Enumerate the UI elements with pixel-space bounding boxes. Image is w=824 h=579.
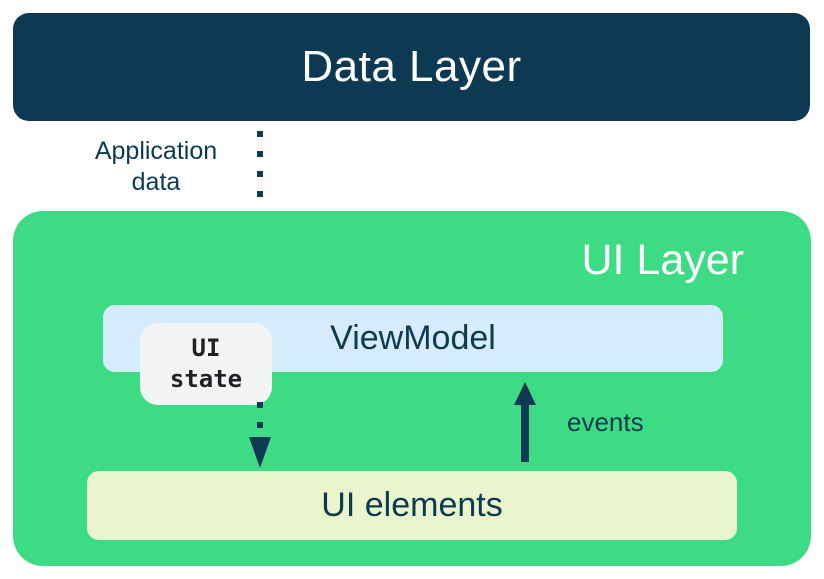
ui-elements-box: UI elements [87, 471, 737, 540]
events-arrow-line [521, 400, 529, 462]
ui-state-label-line1: UI [191, 334, 221, 362]
data-layer-box: Data Layer [13, 13, 810, 121]
ui-state-label-line2: state [169, 365, 243, 393]
arrowhead-down-icon [249, 437, 271, 468]
ui-state-dotted-line [257, 402, 263, 436]
events-label: events [567, 407, 644, 437]
ui-layer-label: UI Layer [581, 236, 744, 284]
data-layer-label: Data Layer [301, 42, 522, 91]
ui-elements-label: UI elements [321, 486, 503, 524]
viewmodel-label: ViewModel [330, 319, 496, 357]
application-data-label: Application data [94, 137, 218, 196]
ui-state-badge: UI state [140, 323, 272, 405]
arrowhead-up-icon [514, 382, 536, 405]
application-data-dotted-line [257, 131, 263, 263]
